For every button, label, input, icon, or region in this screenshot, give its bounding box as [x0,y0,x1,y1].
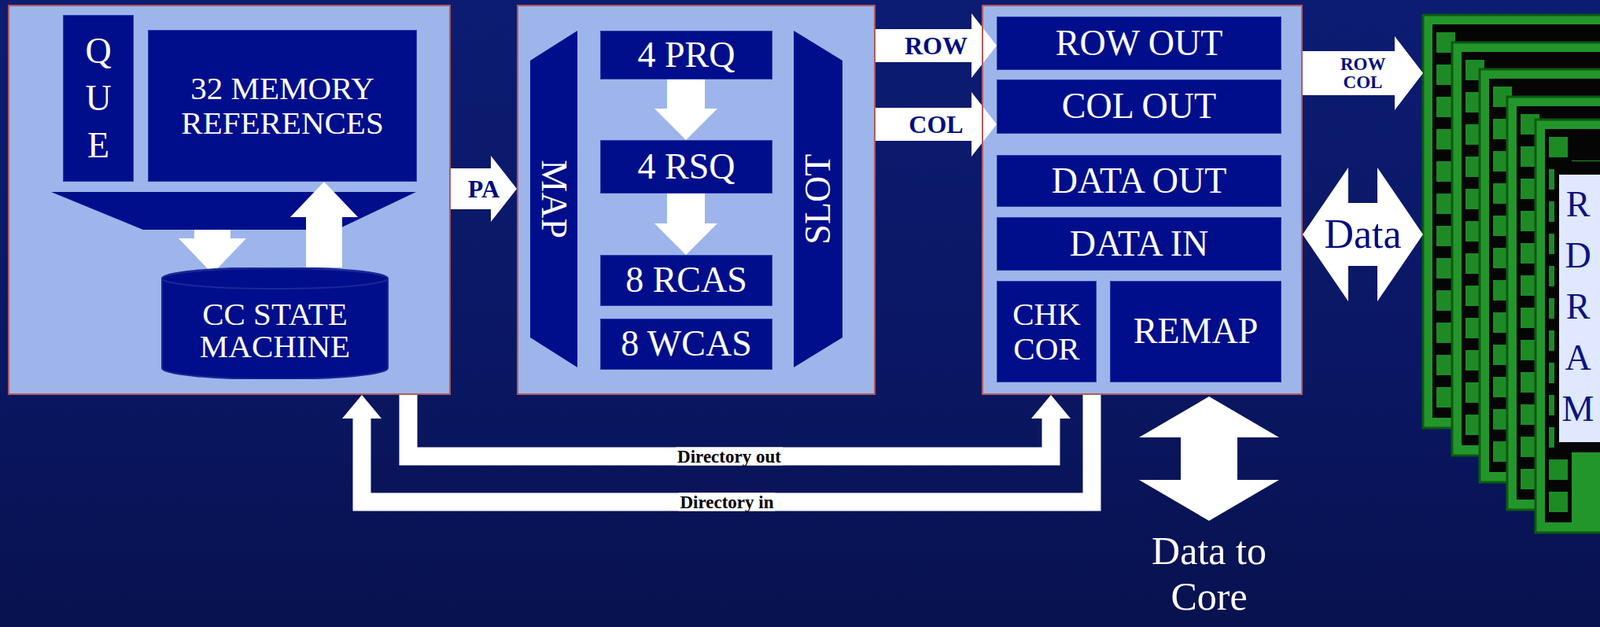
arrow-shaft [361,394,1092,502]
arrow-shaft [305,215,343,268]
rdram-stack: RDRAM [1423,14,1600,533]
band-outline [793,30,843,368]
chip [1548,459,1568,480]
panel: QUE 32 MEMORY REFERENCES CC STATE MACHINE [7,4,451,395]
arrow-head [1139,396,1280,438]
data-box: DATA OUT [996,154,1282,207]
front-label-area [1559,174,1600,443]
queue-box: QUE [62,14,134,182]
connector-arrow [1302,36,1424,111]
node-text: RDRAM [1559,178,1597,435]
chip [1548,136,1568,158]
cylinder-top [162,268,388,289]
edge-label: Directory in [678,493,775,512]
funnel [51,191,417,230]
core-data-arrow [1139,396,1280,521]
node-text: SLOT [799,153,837,244]
module-board [1535,119,1600,533]
connector-arrow [654,193,718,255]
node-text: 32 MEMORY REFERENCES [148,71,417,140]
connector-arrow [1302,167,1424,302]
arrow-head [654,108,718,141]
rdram-modules [1423,14,1600,533]
edge-label: Directory out [675,447,783,466]
front-frame [1554,161,1600,453]
connector-arrow [875,92,997,157]
output-box: COL OUT [996,79,1282,134]
arrow-shaft [1302,51,1397,96]
panel-fill [981,4,1303,395]
connector-arrow [290,181,358,268]
memory-box: 32 MEMORY REFERENCES [147,29,417,182]
edge-label: COL [906,111,965,137]
queue-box: 4 PRQ [600,30,773,80]
arrow-head [342,394,382,419]
node-text: DATA IN [1069,224,1209,263]
arrow-shaft [667,193,705,225]
free-label: Data to Core [1118,528,1300,620]
node-text: REMAP [1133,312,1258,351]
arrow-head [1394,36,1424,111]
queue-box: 4 RSQ [600,140,773,194]
connector-arrow [450,155,517,222]
module-top [1571,129,1600,161]
node-text: QUE [80,27,117,169]
arrow-head [1139,479,1280,521]
arrow-shaft [875,107,974,141]
arrow-shaft [875,29,974,63]
funnel-arrow [178,229,247,274]
node-text: MAP [534,159,573,239]
panel-fill [516,4,876,395]
arrow-head [654,223,718,255]
edge-label: Data [1322,213,1403,255]
node-text: CC STATE MACHINE [161,283,389,363]
edge-label: PA [466,176,502,202]
panel: MAP 4 PRQ 4 RSQ 8 RCAS 8 WCAS SLOT [516,4,876,395]
check-box: CHK COR [996,280,1097,383]
arrow-shaft [667,79,705,111]
cylinder-body [162,267,388,380]
band-outline [530,30,578,368]
remap-box: REMAP [1109,280,1282,383]
state-cylinder: CC STATE MACHINE [161,267,389,380]
node-text: ROW OUT [1055,24,1224,63]
node-text: 4 PRQ [637,36,736,74]
node-text: 4 RSQ [637,147,736,186]
slot-band: SLOT [793,30,843,368]
node-text: 8 WCAS [620,324,753,363]
node-text: COL OUT [1061,87,1217,126]
queue-box: 8 WCAS [600,318,773,370]
arrow-head [971,13,997,78]
panel-fill [7,4,451,395]
node-text: CHK COR [997,297,1096,365]
arrow-shaft [1180,435,1238,482]
output-box: ROW OUT [996,16,1282,71]
queue-box: 8 RCAS [600,254,773,306]
connector-arrow [342,394,1092,502]
edge-label: ROW [903,33,970,59]
connector-arrow [654,79,718,141]
node-text: 8 RCAS [625,261,748,299]
data-box: DATA IN [996,217,1282,271]
arrow-head [971,92,997,157]
edge-label: ROW COL [1338,55,1387,92]
connector-arrow [875,13,997,78]
map-band: MAP [530,30,578,368]
panel: ROW OUT COL OUT DATA OUT DATA IN CHK COR REMA… [981,4,1303,395]
arrow-head [290,181,358,218]
arrow-head [1031,394,1071,419]
chip [1548,491,1568,513]
node-text: DATA OUT [1051,162,1227,200]
